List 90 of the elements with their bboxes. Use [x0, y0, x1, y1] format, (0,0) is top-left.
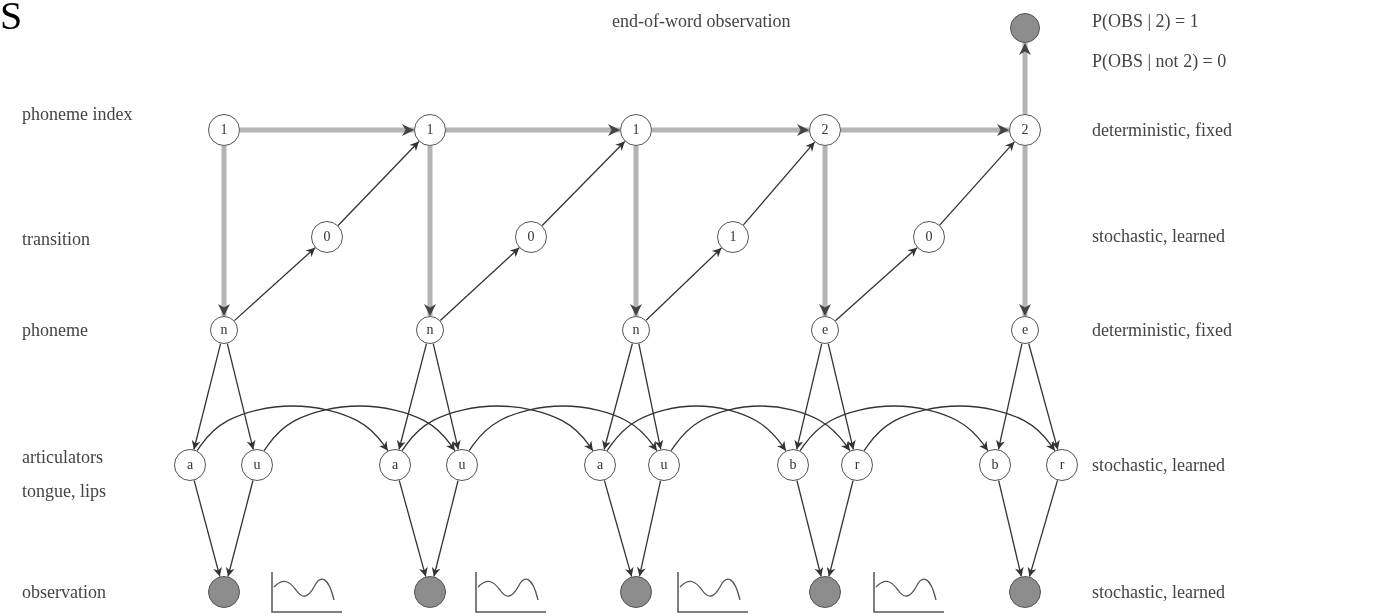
curved-arrow — [468, 405, 658, 452]
variable-node-circle: n — [622, 316, 650, 344]
annotation-text: phoneme — [22, 319, 88, 342]
variable-node-circle: n — [416, 316, 444, 344]
annotation-text: deterministic, fixed — [1092, 119, 1232, 142]
arrow — [996, 343, 1023, 451]
observed-node-circle — [809, 576, 841, 608]
variable-node-circle: u — [648, 449, 680, 481]
variable-node-circle: r — [841, 449, 873, 481]
observed-node-circle — [208, 576, 240, 608]
arrow — [794, 342, 823, 451]
arrow — [637, 480, 662, 578]
variable-node-circle: 0 — [515, 221, 547, 253]
arrow — [827, 342, 856, 451]
arrow — [939, 141, 1015, 226]
variable-node-circle: 0 — [913, 221, 945, 253]
annotation-text: articulators tongue, lips — [22, 446, 107, 503]
curved-arrow — [799, 405, 989, 452]
variable-node-circle: n — [210, 316, 238, 344]
annotation-text: end-of-word observation — [612, 10, 791, 33]
variable-node-circle: 2 — [809, 114, 841, 146]
arrow — [826, 479, 854, 578]
annotation-text: P(OBS | 2) = 1 — [1092, 10, 1199, 33]
arrow — [431, 479, 459, 578]
annotation-text: stochastic, learned — [1092, 225, 1225, 248]
annotation-text: stochastic, learned — [1092, 454, 1225, 477]
observed-node-circle — [1010, 13, 1040, 43]
arrow — [439, 247, 520, 322]
thick-arrow — [819, 146, 831, 316]
curved-arrow — [196, 405, 389, 452]
variable-node-circle: u — [446, 449, 478, 481]
arrow — [233, 247, 316, 322]
annotation-text: phoneme index — [22, 103, 134, 126]
variable-node-circle: 2 — [1009, 114, 1041, 146]
thick-arrow — [424, 146, 436, 316]
curved-arrow — [401, 405, 594, 452]
variable-node-circle: 1 — [717, 221, 749, 253]
curved-arrow — [863, 405, 1056, 452]
arrow — [225, 479, 254, 578]
thick-arrow — [240, 124, 414, 136]
annotation-text: stochastic, learned — [1092, 581, 1225, 604]
variable-node-circle: a — [174, 449, 206, 481]
curved-arrow — [263, 405, 456, 452]
variable-node-circle: 1 — [414, 114, 446, 146]
thick-arrow — [652, 124, 809, 136]
variable-node-circle: a — [584, 449, 616, 481]
arrow — [191, 342, 222, 451]
arrow — [742, 141, 816, 226]
curved-arrow — [606, 405, 787, 452]
variable-node-circle: e — [1011, 316, 1039, 344]
variable-node-circle: 1 — [620, 114, 652, 146]
arrow — [834, 247, 918, 322]
thick-arrow — [841, 124, 1009, 136]
observed-node-circle — [620, 576, 652, 608]
thick-arrow — [1019, 43, 1031, 114]
annotation-text: deterministic, fixed — [1092, 319, 1232, 342]
variable-node-circle: b — [777, 449, 809, 481]
observed-node-circle — [414, 576, 446, 608]
variable-node-circle: b — [979, 449, 1011, 481]
arrow — [337, 140, 420, 227]
arrow — [541, 140, 626, 227]
thick-arrow — [1019, 146, 1031, 316]
arrow — [1028, 342, 1060, 451]
arrow — [603, 479, 634, 578]
arrow — [998, 479, 1024, 578]
arrow — [602, 342, 634, 451]
annotation-text: transition — [22, 228, 90, 251]
annotation-text: P(OBS | not 2) = 0 — [1092, 50, 1227, 73]
thick-arrow — [446, 124, 620, 136]
variable-node-circle: r — [1046, 449, 1078, 481]
arrow — [1027, 479, 1059, 578]
arrow — [398, 479, 428, 578]
arrow — [796, 479, 824, 578]
annotation-text: observation — [22, 581, 106, 604]
thick-arrow — [218, 146, 230, 316]
variable-node-circle: u — [241, 449, 273, 481]
variable-node-circle: a — [379, 449, 411, 481]
arrow — [226, 342, 256, 451]
arrow — [432, 342, 461, 451]
observed-node-circle — [1009, 576, 1041, 608]
arrow — [396, 342, 428, 451]
arrow — [193, 479, 222, 578]
arrow — [638, 343, 664, 450]
curved-arrow — [670, 405, 851, 452]
thick-arrow — [630, 146, 642, 316]
variable-node-circle: 0 — [311, 221, 343, 253]
variable-node-circle: 1 — [208, 114, 240, 146]
heading-fragment: S — [0, 0, 23, 40]
arrow — [645, 247, 723, 321]
variable-node-circle: e — [811, 316, 839, 344]
